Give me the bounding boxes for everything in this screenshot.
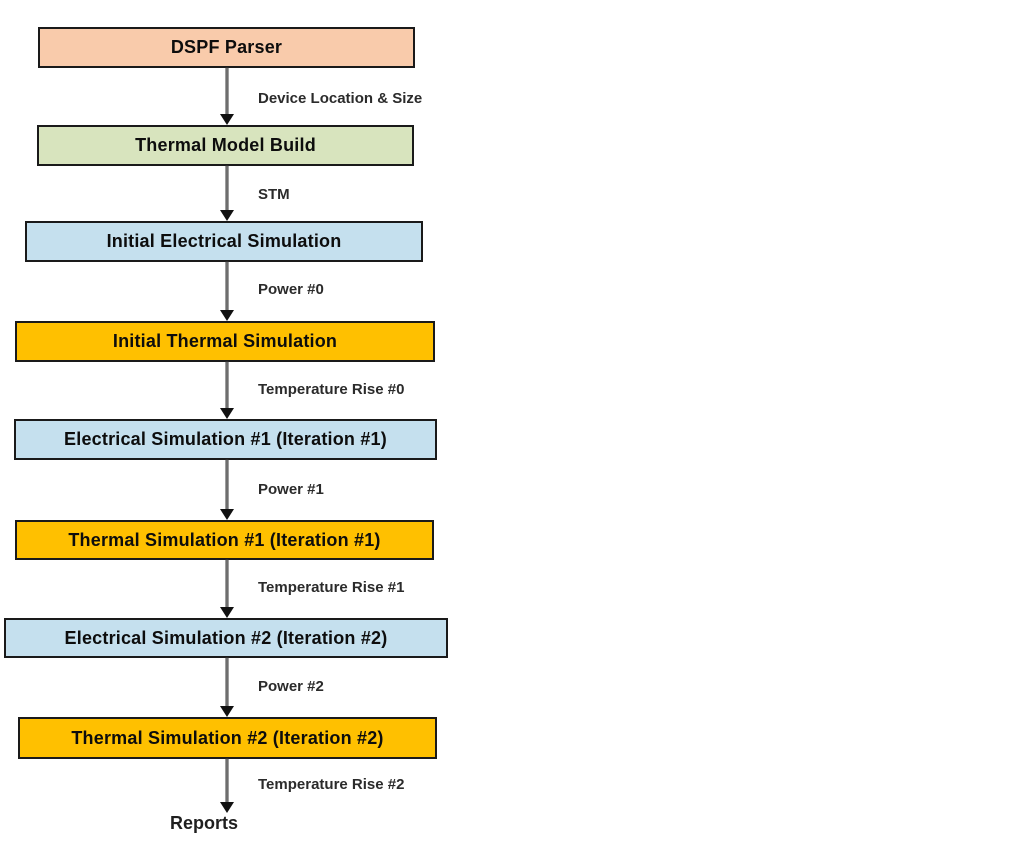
down-arrow-icon	[220, 759, 234, 813]
down-arrow-icon	[220, 68, 234, 125]
arrow-shaft	[226, 759, 228, 803]
edge-label-stm: STM	[258, 186, 290, 203]
edge-label-temperature-rise-0: Temperature Rise #0	[258, 381, 405, 398]
arrow-head	[220, 408, 234, 419]
edge-label-power-1: Power #1	[258, 481, 324, 498]
down-arrow-icon	[220, 560, 234, 618]
arrow-shaft	[226, 658, 228, 707]
flow-box-electrical-simulation-2: Electrical Simulation #2 (Iteration #2)	[4, 618, 448, 658]
arrow-head	[220, 706, 234, 717]
flow-box-thermal-simulation-2: Thermal Simulation #2 (Iteration #2)	[18, 717, 437, 759]
edge-label-temperature-rise-1: Temperature Rise #1	[258, 579, 405, 596]
flow-box-electrical-simulation-1: Electrical Simulation #1 (Iteration #1)	[14, 419, 437, 460]
edge-label-power-2: Power #2	[258, 678, 324, 695]
arrow-shaft	[226, 166, 228, 211]
down-arrow-icon	[220, 166, 234, 221]
arrow-head	[220, 114, 234, 125]
arrow-head	[220, 210, 234, 221]
down-arrow-icon	[220, 362, 234, 419]
arrow-head	[220, 509, 234, 520]
terminal-label-reports: Reports	[170, 813, 239, 833]
arrow-head	[220, 607, 234, 618]
flow-box-thermal-simulation-1: Thermal Simulation #1 (Iteration #1)	[15, 520, 434, 560]
arrow-shaft	[226, 460, 228, 510]
down-arrow-icon	[220, 262, 234, 321]
flow-box-initial-electrical-simulation: Initial Electrical Simulation	[25, 221, 423, 262]
arrow-shaft	[226, 362, 228, 409]
edge-label-temperature-rise-2: Temperature Rise #2	[258, 776, 405, 793]
arrow-head	[220, 802, 234, 813]
arrow-head	[220, 310, 234, 321]
arrow-shaft	[226, 262, 228, 311]
down-arrow-icon	[220, 460, 234, 520]
arrow-shaft	[226, 68, 228, 115]
flow-box-initial-thermal-simulation: Initial Thermal Simulation	[15, 321, 435, 362]
edge-label-device-location-size: Device Location & Size	[258, 90, 423, 107]
edge-label-power-0: Power #0	[258, 281, 324, 298]
arrow-shaft	[226, 560, 228, 608]
flow-box-thermal-model-build: Thermal Model Build	[37, 125, 414, 166]
down-arrow-icon	[220, 658, 234, 717]
flow-box-dspf-parser: DSPF Parser	[38, 27, 415, 68]
